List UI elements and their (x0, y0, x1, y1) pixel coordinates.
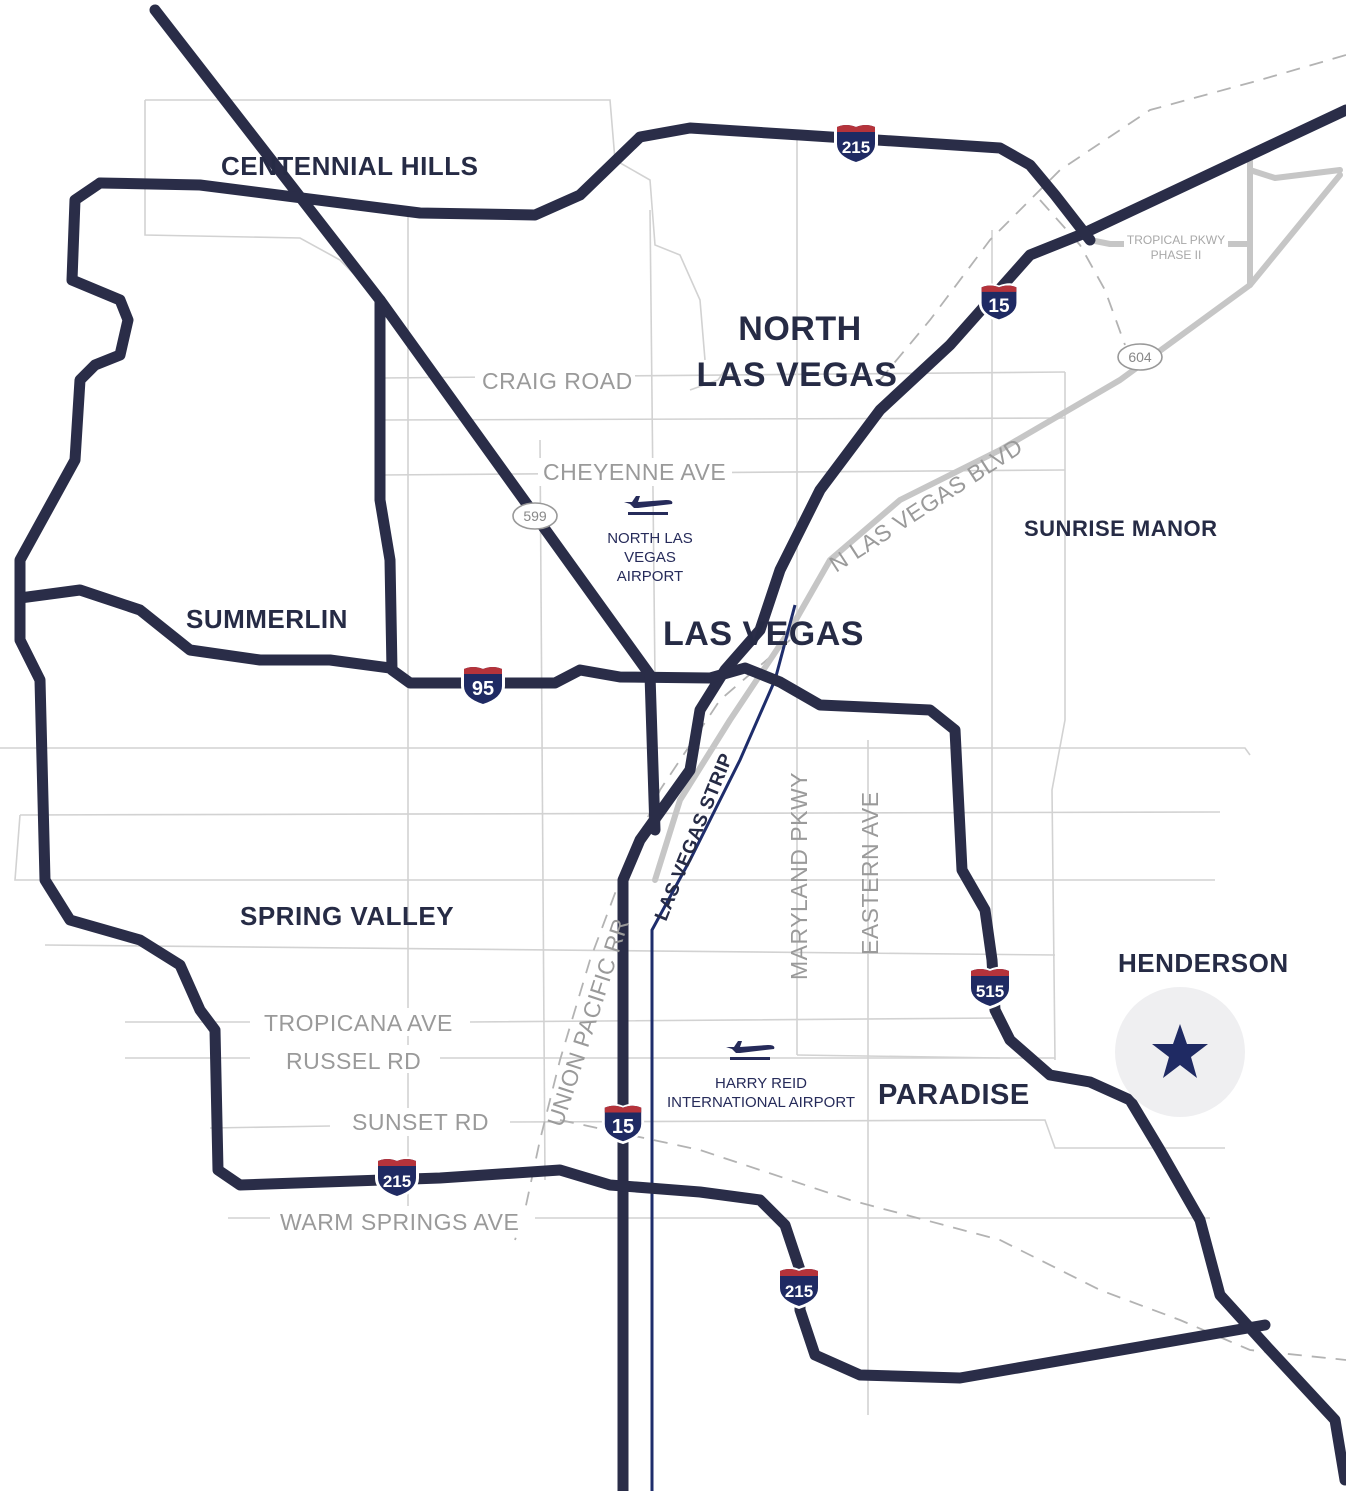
craig-road-label: CRAIG ROAD (482, 368, 633, 394)
svg-text:95: 95 (472, 678, 494, 700)
gray-routes (652, 157, 1343, 883)
us95-route (149, 4, 656, 681)
location-marker[interactable] (1115, 987, 1245, 1117)
sr604-marker: 604 (1117, 343, 1163, 371)
us95-west-route (374, 294, 716, 689)
tropical-pkwy-label-1: TROPICAL PKWY (1127, 233, 1225, 247)
i215-shield-north: 215 (834, 122, 878, 165)
i215-west-route (14, 177, 1271, 1384)
tropicana-ave-label: TROPICANA AVE (264, 1010, 453, 1036)
cheyenne-ave-label: CHEYENNE AVE (543, 459, 726, 485)
spring-valley-label: SPRING VALLEY (240, 901, 454, 931)
minor-streets (0, 99, 1251, 1415)
north-airport-label-2: VEGAS (624, 549, 676, 566)
svg-text:215: 215 (842, 138, 870, 157)
maryland-pkwy-label: MARYLAND PKWY (786, 772, 812, 980)
paradise-label: PARADISE (878, 1079, 1030, 1111)
north-las-vegas-airport: NORTH LAS VEGAS AIRPORT (607, 496, 693, 585)
i515-route (704, 662, 1346, 1486)
summerlin-pkwy (14, 584, 396, 674)
harry-reid-airport: HARRY REID INTERNATIONAL AIRPORT (667, 1041, 855, 1111)
harry-reid-label-2: INTERNATIONAL AIRPORT (667, 1094, 855, 1111)
svg-text:15: 15 (988, 296, 1010, 317)
i15-shield-south: 15 (601, 1103, 645, 1145)
state-route-markers: 599 604 (512, 343, 1163, 530)
north-las-vegas-label-2: LAS VEGAS (697, 356, 898, 394)
area-labels: CENTENNIAL HILLS NORTH LAS VEGAS SUNRISE… (186, 151, 1289, 1111)
eastern-ave-label: EASTERN AVE (857, 791, 883, 955)
i15-shield-north: 15 (978, 283, 1020, 323)
star-icon (1152, 1024, 1208, 1078)
harry-reid-label-1: HARRY REID (715, 1075, 807, 1092)
sr599-marker: 599 (512, 502, 558, 530)
henderson-label: HENDERSON (1118, 948, 1289, 978)
i15-route (617, 104, 1346, 1491)
tropical-pkwy-label-2: PHASE II (1151, 248, 1202, 262)
sunset-rd-label: SUNSET RD (352, 1109, 489, 1135)
russel-rd-label: RUSSEL RD (286, 1048, 421, 1074)
i95-shield: 95 (461, 664, 505, 707)
svg-text:599: 599 (523, 508, 547, 524)
north-airport-label-1: NORTH LAS (607, 530, 693, 547)
i215-shield-south: 215 (777, 1266, 821, 1309)
svg-text:515: 515 (976, 982, 1004, 1001)
i515-shield: 515 (968, 966, 1012, 1009)
north-las-vegas-label-1: NORTH (738, 310, 861, 348)
las-vegas-strip-line (650, 604, 797, 1491)
warm-springs-ave-label: WARM SPRINGS AVE (280, 1209, 519, 1235)
svg-text:215: 215 (383, 1172, 411, 1191)
i215-shield-sw: 215 (375, 1156, 419, 1199)
i215-north-route (94, 122, 1096, 246)
interstate-shields: 215 15 95 515 15 215 215 (375, 122, 1020, 1309)
north-airport-label-3: AIRPORT (617, 568, 683, 585)
centennial-hills-label: CENTENNIAL HILLS (221, 151, 478, 181)
svg-text:215: 215 (785, 1282, 813, 1301)
highways (14, 4, 1346, 1491)
svg-text:604: 604 (1128, 349, 1152, 365)
summerlin-label: SUMMERLIN (186, 604, 348, 634)
airplane-icon (726, 1041, 775, 1060)
las-vegas-label: LAS VEGAS (663, 615, 864, 653)
airplane-icon (624, 496, 673, 515)
i15-spur (644, 669, 661, 836)
sunrise-manor-label: SUNRISE MANOR (1024, 516, 1218, 541)
n-las-vegas-blvd-label: N LAS VEGAS BLVD (825, 433, 1028, 577)
svg-text:15: 15 (612, 1116, 634, 1138)
